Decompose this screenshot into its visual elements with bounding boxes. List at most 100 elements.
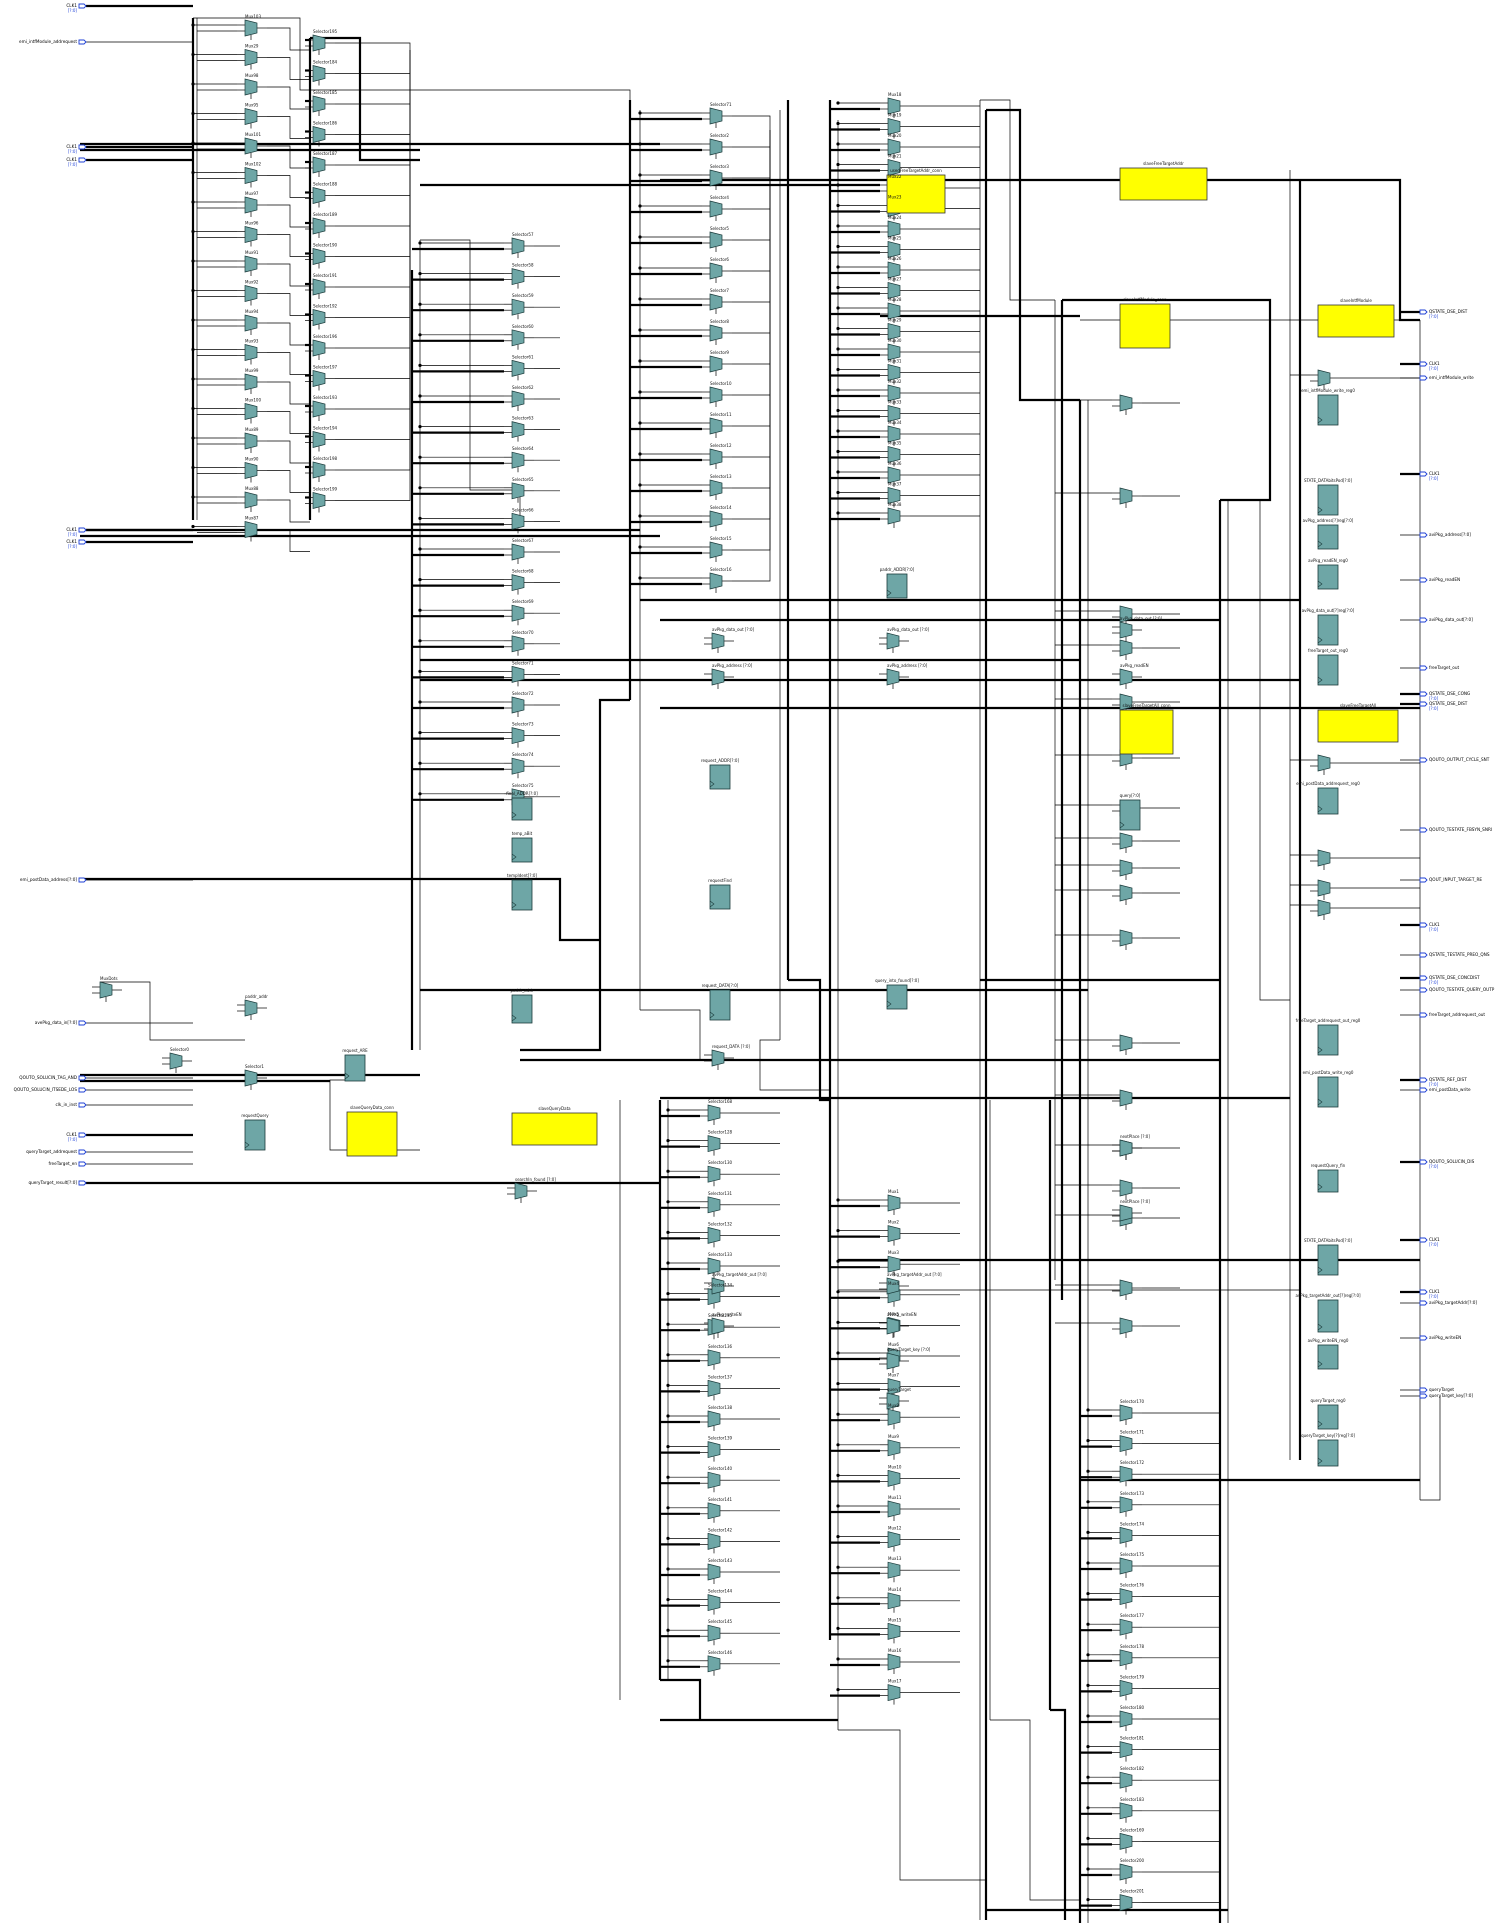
- mux-label: Mux97: [245, 191, 259, 196]
- mux-label: Mux101: [245, 132, 261, 137]
- mux-col1: [244, 137, 258, 155]
- port-label: QOUTO_TESTATE_FBSYN_SNRI: [1429, 827, 1492, 832]
- port-label: queryTarget: [1429, 1387, 1454, 1392]
- mux-col4: [709, 355, 723, 373]
- mux-label: Mux28: [888, 297, 902, 302]
- junction-dot: [666, 1292, 670, 1296]
- register-block: [1317, 1169, 1339, 1193]
- mux-right-group: [1317, 369, 1331, 387]
- mux-col1: [244, 78, 258, 96]
- port-label: CLK1: [66, 144, 77, 149]
- mux-label: Mux12: [888, 1526, 902, 1531]
- junction-dot: [666, 1414, 670, 1418]
- junction-dot: [836, 1565, 840, 1569]
- port-label: CLK1: [66, 157, 77, 162]
- register-label: tempIdent[?:0]: [507, 873, 537, 878]
- junction-dot: [191, 347, 195, 352]
- junction-dot: [836, 101, 840, 105]
- mux-col3: [511, 390, 525, 408]
- mux-label: Selector75: [512, 783, 534, 788]
- junction-dot: [418, 394, 422, 398]
- module-instance: [346, 1111, 398, 1157]
- mux-label: Selector5: [710, 226, 729, 231]
- mux-col4: [709, 324, 723, 342]
- junction-dot: [638, 545, 642, 549]
- mux-label: Mux29: [888, 318, 902, 323]
- junction-dot: [638, 390, 642, 394]
- output-port: [1419, 877, 1428, 883]
- mux-col1: [244, 108, 258, 125]
- port-bus-label: [?:0]: [1429, 314, 1439, 319]
- mux-label: Mux35: [888, 441, 902, 446]
- mux-label: Mux102: [245, 162, 261, 167]
- named-mux: [886, 668, 900, 686]
- mux-label: Selector172: [1120, 1460, 1145, 1465]
- junction-dot: [836, 367, 840, 372]
- mux-col6: [707, 1502, 721, 1520]
- mux-label: Selector139: [708, 1436, 733, 1441]
- mux-label: Mux22: [888, 174, 902, 179]
- junction-dot: [418, 486, 422, 490]
- wire-layer: [80, 4, 1441, 1923]
- mux-label: Selector64: [512, 446, 534, 451]
- mux-col7: [887, 1378, 901, 1396]
- port-label: aviPkg_data_out[?:0]: [1429, 617, 1473, 622]
- mux-label: nextPlace [?:0]: [1120, 1199, 1150, 1204]
- mux-label: Mux25: [888, 236, 902, 241]
- port-label: CLK1: [1429, 361, 1440, 366]
- mux-col6: [707, 1410, 721, 1428]
- output-port: [1419, 922, 1428, 928]
- junction-dot: [191, 23, 195, 27]
- mux-label: Mux30: [888, 338, 902, 343]
- register-block: [511, 879, 533, 911]
- mux-label: Selector200: [1120, 1858, 1145, 1863]
- mux-label: Selector12: [710, 443, 732, 448]
- junction-dot: [191, 52, 195, 57]
- mux-label: Selector59: [512, 293, 534, 298]
- mux-col8: [1119, 1710, 1133, 1728]
- register-label: requestQuery_fin: [1311, 1163, 1346, 1168]
- port-label: aviPkg_targetAddr[?:0]: [1429, 1300, 1477, 1305]
- port-bus-label: [?:0]: [1429, 706, 1439, 711]
- mux-label: Mux27: [888, 277, 902, 282]
- mux-col5: [887, 220, 901, 238]
- mux-right-group: [1119, 1179, 1133, 1197]
- mux-label: Selector61: [512, 354, 534, 359]
- mux-label: Mux89: [245, 427, 259, 432]
- named-mux: [711, 1277, 725, 1295]
- mux-label: Selector196: [313, 334, 338, 339]
- register-label: emi_intfModule_write_reg0: [1301, 388, 1355, 393]
- junction-dot: [191, 406, 195, 411]
- mux-label: Selector169: [1120, 1827, 1145, 1832]
- mux-label: Selector185: [313, 90, 338, 95]
- junction-dot: [666, 1567, 670, 1571]
- mux-label: Mux87: [245, 516, 259, 521]
- junction-dot: [836, 1382, 840, 1386]
- mux-right-group: [1119, 1089, 1133, 1107]
- instance-label: slaveFreeTargetAddr: [1143, 161, 1184, 166]
- junction-dot: [666, 1659, 670, 1663]
- mux-label: Selector170: [1120, 1399, 1145, 1404]
- mux-label: Selector2: [710, 133, 729, 138]
- port-label: QSTATE_TESTATE_PREO_QNS: [1429, 952, 1490, 957]
- mux-col5: [887, 323, 901, 340]
- junction-dot: [836, 449, 840, 454]
- mux-label: Selector194: [313, 426, 338, 431]
- output-port: [1419, 1159, 1428, 1165]
- junction-dot: [666, 1108, 670, 1112]
- junction-dot: [191, 377, 195, 381]
- port-bus-label: [?:0]: [1429, 1164, 1439, 1169]
- junction-dot: [666, 1445, 670, 1449]
- register-label: emi_postData_addrequest_reg0: [1296, 781, 1360, 786]
- register-label: avPkg_data_out[?]reg[?:0]: [1302, 608, 1355, 613]
- mux-col3: [511, 696, 525, 714]
- mux-col8: [1119, 1741, 1133, 1759]
- register-label: STATE_DATAbitsPod[?:0]: [1304, 1238, 1353, 1243]
- mux-label: avPkg_address [?:0]: [887, 663, 928, 668]
- mux-col6: [707, 1655, 721, 1673]
- mux-label: Selector171: [1120, 1430, 1145, 1435]
- register-label: requestFind: [708, 878, 732, 883]
- junction-dot: [836, 326, 840, 331]
- junction-dot: [836, 224, 840, 228]
- junction-dot: [1086, 1775, 1090, 1779]
